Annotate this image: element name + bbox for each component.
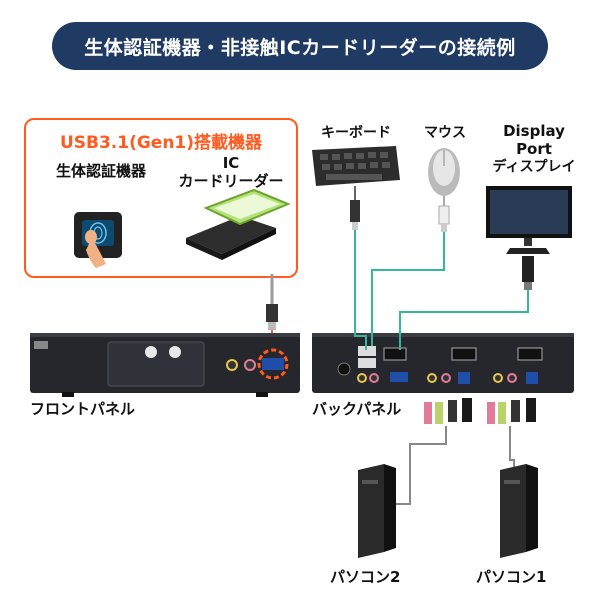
monitor-icon <box>486 186 572 254</box>
display-label-line2: Port <box>516 140 552 158</box>
back-panel <box>312 333 574 393</box>
keyboard-icon <box>312 146 400 186</box>
mouse-cable <box>371 196 450 346</box>
display-label-line3: ディスプレイ <box>492 159 576 175</box>
usb-box-heading: USB3.1(Gen1)搭載機器 <box>59 133 263 153</box>
pc-cables <box>394 398 536 505</box>
front-panel-label: フロントパネル <box>30 400 136 418</box>
pc2-label: パソコン2 <box>330 568 401 586</box>
front-panel <box>30 333 300 397</box>
pc-tower-icon <box>358 464 396 558</box>
mouse-label: マウス <box>424 125 466 141</box>
keyboard-cable <box>350 186 367 350</box>
ic-card-reader-label-line2: カードリーダー <box>178 172 284 190</box>
page-title: 生体認証機器・非接触ICカードリーダーの接続例 <box>52 22 548 70</box>
keyboard-label: キーボード <box>321 125 391 141</box>
ic-card-reader-label: IC カードリーダー <box>176 154 286 190</box>
fingerprint-icon <box>74 212 122 268</box>
mouse-icon <box>428 148 460 196</box>
display-label-line1: Display <box>503 122 565 140</box>
card-reader-icon <box>186 188 291 260</box>
back-panel-label: バックパネル <box>312 400 402 418</box>
pc-tower-icon <box>500 464 538 558</box>
display-label: Display Port ディスプレイ <box>484 122 584 176</box>
biometric-device-label: 生体認証機器 <box>55 162 146 180</box>
pc1-label: パソコン1 <box>476 568 547 586</box>
usb-box-icons <box>74 188 291 268</box>
usb-device-box: USB3.1(Gen1)搭載機器 生体認証機器 IC カードリーダー <box>24 118 298 278</box>
ic-card-reader-label-line1: IC <box>222 154 240 172</box>
display-cable <box>399 256 534 350</box>
